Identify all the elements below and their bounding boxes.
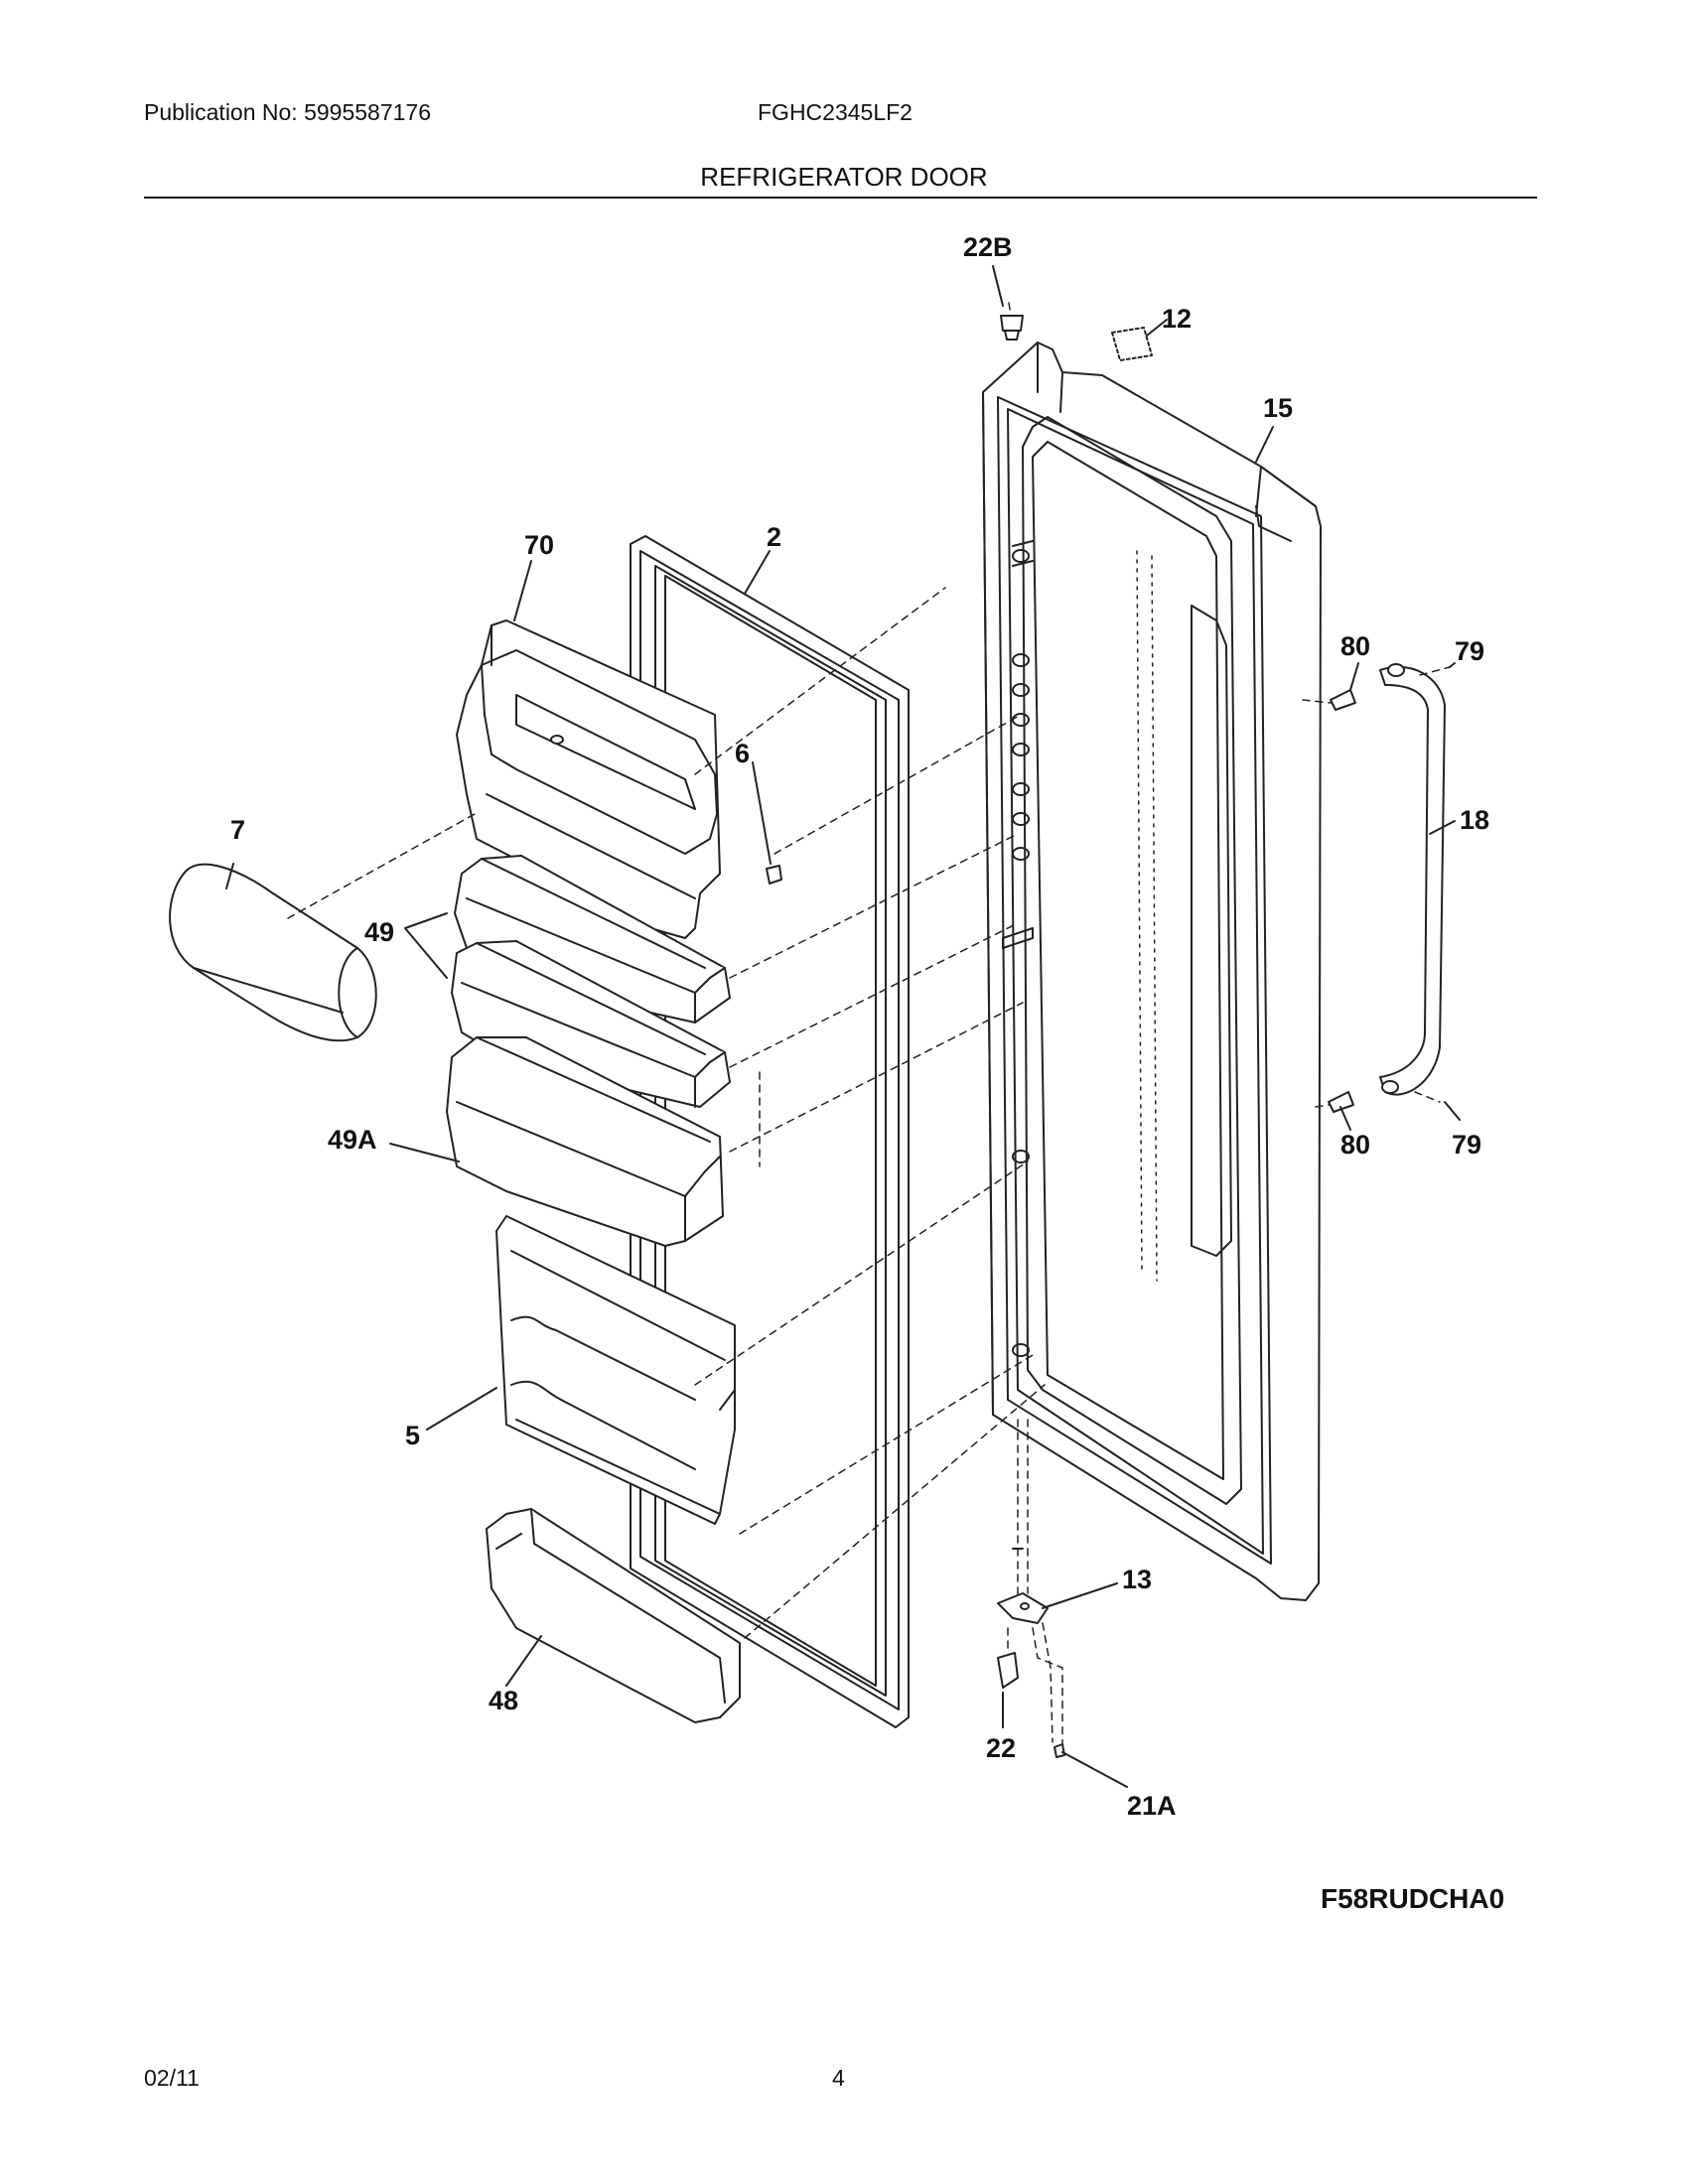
callout-6: 6 — [735, 739, 750, 768]
door-bin-49a — [446, 1036, 724, 1247]
door-handle-18 — [1379, 663, 1446, 1096]
callout-5: 5 — [405, 1421, 420, 1450]
callout-21a: 21A — [1127, 1791, 1177, 1821]
header-divider — [144, 197, 1537, 199]
door-outer-shell — [982, 341, 1322, 1601]
model-number: FGHC2345LF2 — [758, 99, 913, 125]
callout-49: 49 — [364, 917, 394, 947]
callout-18: 18 — [1460, 805, 1489, 835]
dairy-door-7 — [169, 863, 377, 1042]
top-hinge-pin — [1000, 315, 1024, 341]
footer-date: 02/11 — [144, 2065, 200, 2091]
bottom-hinge-pin-22 — [997, 1652, 1019, 1689]
callout-80-bottom: 80 — [1340, 1130, 1370, 1160]
handle-fastener-80-bottom — [1328, 1091, 1354, 1113]
publication-number: Publication No: 5995587176 — [144, 99, 432, 125]
door-rack-5 — [495, 1215, 736, 1525]
callout-7: 7 — [230, 815, 245, 845]
door-bin-49-lower — [451, 940, 731, 1108]
callout-49a: 49A — [328, 1125, 377, 1155]
page-title: REFRIGERATOR DOOR — [700, 162, 988, 192]
page-number: 4 — [832, 2065, 845, 2091]
callout-79-top: 79 — [1455, 636, 1484, 666]
diagram-code: F58RUDCHA0 — [1321, 1883, 1505, 1914]
callout-15: 15 — [1263, 393, 1293, 423]
callout-13: 13 — [1122, 1565, 1152, 1594]
callout-79-bottom: 79 — [1452, 1130, 1481, 1160]
callout-2: 2 — [767, 522, 781, 552]
handle-fastener-80-top — [1330, 689, 1356, 711]
callout-22: 22 — [986, 1733, 1016, 1763]
hinge-screw-21a — [1054, 1743, 1065, 1758]
door-label-sticker — [1111, 327, 1153, 361]
callout-48: 48 — [489, 1686, 518, 1715]
door-bin-48 — [486, 1508, 741, 1723]
callout-12: 12 — [1162, 304, 1192, 334]
callout-80-top: 80 — [1340, 631, 1370, 661]
callout-22b: 22B — [963, 232, 1013, 262]
screw-6 — [766, 865, 782, 885]
callout-70: 70 — [524, 530, 554, 560]
